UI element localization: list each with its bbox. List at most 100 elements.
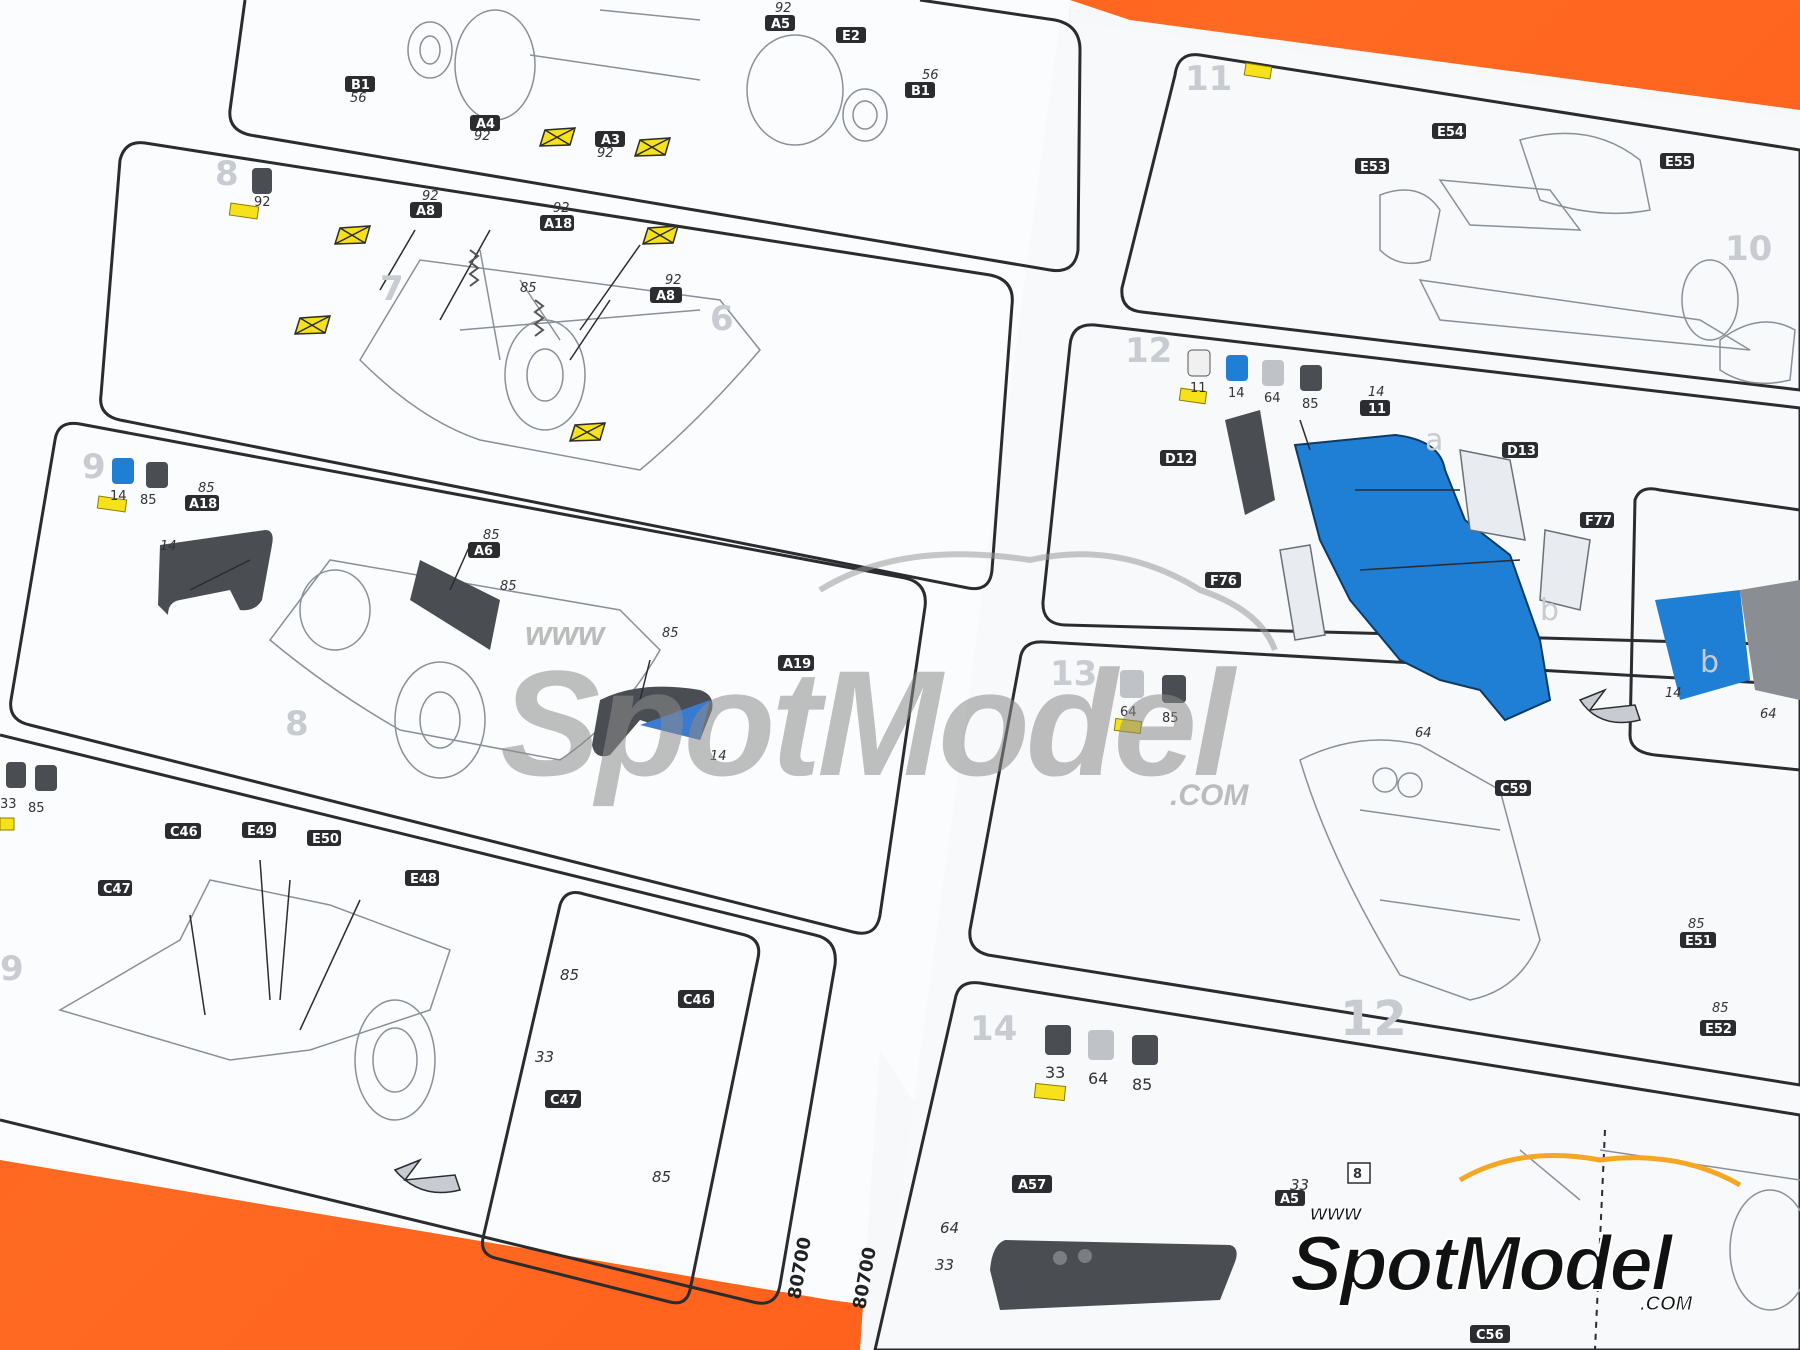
sub-number-7: 7 bbox=[380, 269, 404, 309]
svg-text:www: www bbox=[1310, 1200, 1363, 1225]
sub-number-10: 10 bbox=[1725, 229, 1772, 269]
step-number-8: 8 bbox=[215, 154, 239, 194]
svg-text:85: 85 bbox=[140, 493, 157, 508]
svg-text:56: 56 bbox=[350, 91, 367, 106]
part-labels: B1 A4 A3 A5 E2 B1 A8 A18 A8 A18 A6 A19 C… bbox=[98, 15, 1736, 1343]
svg-text:92: 92 bbox=[775, 1, 792, 16]
label-C59: C59 bbox=[1500, 782, 1528, 797]
svg-text:64: 64 bbox=[1264, 391, 1281, 406]
svg-text:92: 92 bbox=[665, 273, 682, 288]
label-A18-step9: A18 bbox=[189, 497, 217, 512]
paint-pots bbox=[6, 168, 1322, 1065]
svg-text:85: 85 bbox=[560, 966, 579, 984]
label-C47-detail: C47 bbox=[550, 1093, 578, 1108]
label-E2: E2 bbox=[842, 29, 860, 44]
watermark-corner: www SpotModel .COM bbox=[1289, 1153, 1742, 1316]
label-C47: C47 bbox=[103, 882, 131, 897]
label-E55: E55 bbox=[1665, 155, 1692, 170]
label-A18: A18 bbox=[544, 217, 572, 232]
step-number-9: 9 bbox=[82, 447, 106, 487]
sub-number-8: 8 bbox=[285, 704, 309, 744]
svg-text:33: 33 bbox=[935, 1256, 954, 1274]
label-E48: E48 bbox=[410, 872, 437, 887]
panel-step-14 bbox=[873, 981, 1800, 1350]
svg-text:92: 92 bbox=[553, 201, 570, 216]
svg-text:92: 92 bbox=[597, 146, 614, 161]
svg-text:85: 85 bbox=[1688, 917, 1705, 932]
label-11: 11 bbox=[1368, 402, 1386, 417]
svg-text:33: 33 bbox=[0, 797, 17, 812]
svg-text:14: 14 bbox=[110, 489, 127, 504]
label-D13: D13 bbox=[1507, 444, 1536, 459]
label-C56: C56 bbox=[1476, 1328, 1504, 1343]
label-C46-detail: C46 bbox=[683, 993, 711, 1008]
label-A19: A19 bbox=[783, 657, 811, 672]
callout-numbers: 92 14 85 33 85 11 14 64 85 64 85 33 64 8… bbox=[0, 1, 1777, 1274]
svg-text:85: 85 bbox=[28, 801, 45, 816]
step-number-11: 11 bbox=[1185, 59, 1232, 99]
svg-text:64: 64 bbox=[940, 1219, 959, 1237]
label-A4: A4 bbox=[476, 117, 495, 132]
svg-text:85: 85 bbox=[198, 481, 215, 496]
label-F76: F76 bbox=[1210, 574, 1237, 589]
label-A6: A6 bbox=[474, 544, 493, 559]
label-E54: E54 bbox=[1437, 125, 1464, 140]
panel-step-7 bbox=[228, 0, 1082, 273]
svg-text:56: 56 bbox=[922, 68, 939, 83]
label-B1: B1 bbox=[351, 78, 370, 93]
svg-text:11: 11 bbox=[1190, 381, 1207, 396]
svg-text:92: 92 bbox=[474, 129, 491, 144]
svg-text:85: 85 bbox=[652, 1168, 671, 1186]
svg-text:92: 92 bbox=[254, 195, 271, 210]
label-D12: D12 bbox=[1165, 452, 1194, 467]
sub-number-9: 9 bbox=[0, 949, 24, 989]
blue-detail-part bbox=[1655, 590, 1750, 700]
svg-text:64: 64 bbox=[1415, 726, 1432, 741]
step-number-13: 13 bbox=[1050, 654, 1097, 694]
svg-text:85: 85 bbox=[483, 528, 500, 543]
label-F77: F77 bbox=[1585, 514, 1612, 529]
svg-text:a: a bbox=[1425, 423, 1443, 458]
label-A5-step14: A5 bbox=[1280, 1192, 1299, 1207]
blue-cockpit-part bbox=[1293, 433, 1552, 722]
svg-text:b: b bbox=[1540, 593, 1559, 628]
label-B1-right: B1 bbox=[911, 84, 930, 99]
svg-text:92: 92 bbox=[422, 189, 439, 204]
svg-text:.COM: .COM bbox=[1170, 779, 1249, 812]
panel-step-9 bbox=[9, 421, 927, 935]
svg-text:85: 85 bbox=[520, 281, 537, 296]
svg-text:14: 14 bbox=[710, 749, 727, 764]
curve-arrow-step-10 bbox=[393, 1158, 461, 1194]
label-E50: E50 bbox=[312, 832, 339, 847]
panel-step-8 bbox=[99, 141, 1014, 591]
left-page bbox=[0, 0, 1070, 1330]
sub-number-6: 6 bbox=[710, 299, 734, 339]
svg-text:85: 85 bbox=[1132, 1075, 1152, 1094]
svg-text:85: 85 bbox=[1302, 397, 1319, 412]
label-E49: E49 bbox=[247, 824, 274, 839]
svg-text:14: 14 bbox=[1368, 385, 1385, 400]
step-number-12: 12 bbox=[1125, 331, 1172, 371]
svg-text:33: 33 bbox=[1290, 1176, 1309, 1194]
label-E52: E52 bbox=[1705, 1022, 1732, 1037]
svg-text:14: 14 bbox=[160, 539, 177, 554]
svg-text:85: 85 bbox=[1712, 1001, 1729, 1016]
svg-text:www: www bbox=[525, 615, 607, 653]
detail-box-step-12 bbox=[1628, 487, 1800, 772]
detail-box-step-10 bbox=[481, 891, 761, 1305]
dark-parts bbox=[158, 410, 1275, 1310]
label-box-8: 8 bbox=[1353, 1167, 1362, 1182]
svg-text:14: 14 bbox=[1228, 386, 1245, 401]
svg-text:33: 33 bbox=[535, 1048, 554, 1066]
svg-text:33: 33 bbox=[1045, 1063, 1065, 1082]
panel-step-11 bbox=[1120, 53, 1800, 392]
label-A57: A57 bbox=[1018, 1178, 1046, 1193]
svg-text:14: 14 bbox=[1665, 686, 1682, 701]
svg-text:64: 64 bbox=[1088, 1069, 1108, 1088]
step-number-14: 14 bbox=[970, 1009, 1017, 1049]
svg-text:b: b bbox=[1700, 645, 1719, 680]
label-A8-b: A8 bbox=[656, 289, 675, 304]
label-A8: A8 bbox=[416, 204, 435, 219]
label-A3: A3 bbox=[601, 133, 620, 148]
